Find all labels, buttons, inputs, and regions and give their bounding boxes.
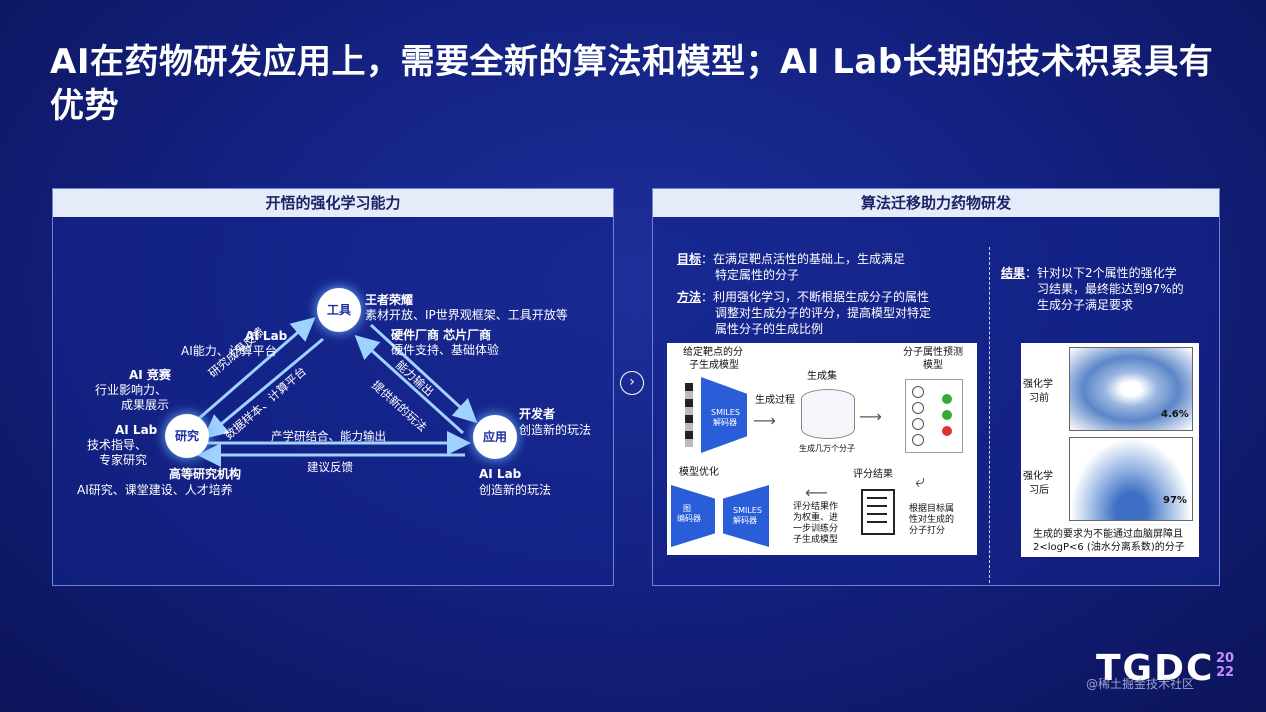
plot-after-label2: 习后 <box>1029 485 1049 496</box>
result-label: 结果 <box>1001 266 1026 280</box>
method-text2: 调整对生成分子的评分，提高模型对特定 <box>715 306 932 320</box>
plot-before-pct: 4.6% <box>1161 409 1189 420</box>
arrow-label-a5: 产学研结合、能力输出 <box>271 429 386 443</box>
flow-model-opt: 模型优化 <box>679 467 719 478</box>
arrow-app-to-tool <box>354 334 465 435</box>
left-panel: 开悟的强化学习能力 工具 研究 应用 王者荣耀 素材开放、IP世界观框架、工具开… <box>52 188 614 586</box>
method-text3: 属性分子的生成比例 <box>715 322 824 336</box>
arrow-curve-icon: ⤶ <box>915 471 926 492</box>
plot-before <box>1069 347 1193 431</box>
arrow-tool-to-research <box>203 337 324 439</box>
flow-graph: 图 <box>683 504 691 513</box>
label-wangzhe-title: 王者荣耀 <box>365 293 414 307</box>
node-app: 应用 <box>473 415 517 459</box>
label-ai-comp-desc2: 成果展示 <box>121 398 170 412</box>
plot-after-pct: 97% <box>1163 495 1187 506</box>
label-ailab-left-desc2: 专家研究 <box>99 453 148 467</box>
arrow-left-icon: ⟵ <box>805 483 828 502</box>
tgdc-logo: TGDC <box>1096 648 1215 689</box>
flow-gen-count: 生成几万个分子 <box>799 444 855 453</box>
right-panel-header: 算法迁移助力药物研发 <box>653 189 1219 217</box>
plot-before-label2: 习前 <box>1029 393 1049 404</box>
node-research: 研究 <box>165 414 209 458</box>
label-hardware-title: 硬件厂商 芯片厂商 <box>391 328 492 342</box>
flow-target-score1: 根据目标属 <box>909 504 955 514</box>
node-tool: 工具 <box>317 288 361 332</box>
label-ailab-br-desc: 创造新的玩法 <box>479 483 552 497</box>
arrow-right-icon: ⟶ <box>753 411 776 430</box>
label-dev-title: 开发者 <box>519 407 556 421</box>
result-text2: 习结果，最终能达到97%的 <box>1037 282 1184 296</box>
label-ai-comp-title: AI 竞赛 <box>129 368 171 382</box>
method-block: 方法：利用强化学习，不断根据生成分子的属性 <box>677 289 929 305</box>
flow-target-score2: 性对生成的 <box>909 515 955 525</box>
flow-score-fb1: 评分结果作 <box>793 502 839 512</box>
input-vector <box>685 383 693 447</box>
label-ailab-left-desc1: 技术指导、 <box>87 438 148 452</box>
label-ailab-top-desc: AI能力、计算平台 <box>181 344 277 358</box>
page-title: AI在药物研发应用上，需要全新的算法和模型；AI Lab长期的技术积累具有优势 <box>50 42 1214 126</box>
flow-prop-pred2: 模型 <box>923 360 943 371</box>
plot-after <box>1069 437 1193 521</box>
watermark: @稀土掘金技术社区 <box>1086 677 1195 691</box>
flow-smiles: SMILES <box>711 408 740 417</box>
logo-year1: 20 <box>1216 651 1235 666</box>
neural-network-icon <box>905 379 963 453</box>
flow-score-fb2: 为权重、进 <box>793 513 839 523</box>
flow-encoder: 编码器 <box>677 514 701 523</box>
label-ai-comp-desc1: 行业影响力、 <box>95 383 168 397</box>
label-univ-title: 高等研究机构 <box>169 467 242 481</box>
arrow-research-to-tool <box>195 317 316 423</box>
arrow-right-icon-2: ⟶ <box>859 407 882 426</box>
left-panel-header: 开悟的强化学习能力 <box>53 189 613 217</box>
goal-text1: ：在满足靶点活性的基础上，生成满足 <box>701 252 906 266</box>
molecule-cylinder-icon <box>801 389 855 439</box>
score-list-icon <box>861 489 895 535</box>
label-hardware-desc: 硬件支持、基础体验 <box>391 343 500 357</box>
flow-given2: 子生成模型 <box>689 360 739 371</box>
plot-req1: 生成的要求为不能通过血脑屏障且 <box>1033 529 1183 540</box>
label-wangzhe-desc: 素材开放、IP世界观框架、工具开放等 <box>365 308 568 322</box>
flow-given1: 给定靶点的分 <box>683 347 743 358</box>
label-dev-desc: 创造新的玩法 <box>519 423 592 437</box>
flow-smiles-2: SMILES <box>733 506 762 515</box>
flow-gen-process: 生成过程 <box>755 395 795 406</box>
arrow-label-a6: 建议反馈 <box>307 460 353 474</box>
flow-decoder-2: 解码器 <box>733 516 757 525</box>
goal-block: 目标：在满足靶点活性的基础上，生成满足 <box>677 251 905 267</box>
label-univ-desc: AI研究、课堂建设、人才培养 <box>77 483 233 497</box>
flow-score-fb4: 子生成模型 <box>793 535 839 545</box>
method-text1: ：利用强化学习，不断根据生成分子的属性 <box>701 290 930 304</box>
goal-text2: 特定属性的分子 <box>715 268 800 282</box>
goal-label: 目标 <box>677 252 702 266</box>
logo-year2: 22 <box>1216 665 1235 680</box>
plot-req2: 2<logP<6 (油水分离系数)的分子 <box>1033 542 1185 553</box>
result-block: 结果：针对以下2个属性的强化学 <box>1001 265 1177 281</box>
chevron-right-icon: › <box>620 371 644 395</box>
flow-gen-set: 生成集 <box>807 371 837 382</box>
flow-score-result: 评分结果 <box>853 469 893 480</box>
plot-before-label1: 强化学 <box>1023 379 1053 390</box>
flow-prop-pred1: 分子属性预测 <box>903 347 963 358</box>
arrow-tool-to-app <box>369 323 478 424</box>
result-text1: ：针对以下2个属性的强化学 <box>1025 266 1177 280</box>
result-plots: 强化学 习前 4.6% 强化学 习后 97% 生成的要求为不能通过血脑屏障且 2… <box>1021 343 1199 557</box>
triangle-arrows <box>195 317 478 467</box>
flow-target-score3: 分子打分 <box>909 526 946 536</box>
divider <box>989 247 990 583</box>
flow-diagram: 给定靶点的分 子生成模型 SMILES 解码器 生成过程 ⟶ 生成集 生成几万个… <box>667 343 977 555</box>
method-label: 方法 <box>677 290 702 304</box>
label-ailab-top-title: AI Lab <box>245 329 288 343</box>
result-text3: 生成分子满足要求 <box>1037 298 1134 312</box>
plot-after-label1: 强化学 <box>1023 471 1053 482</box>
right-panel: 算法迁移助力药物研发 目标：在满足靶点活性的基础上，生成满足 特定属性的分子 方… <box>652 188 1220 586</box>
label-ailab-br-title: AI Lab <box>479 467 522 481</box>
flow-score-fb3: 一步训练分 <box>793 524 839 534</box>
label-ailab-left-title: AI Lab <box>115 423 158 437</box>
flow-decoder: 解码器 <box>713 418 737 427</box>
